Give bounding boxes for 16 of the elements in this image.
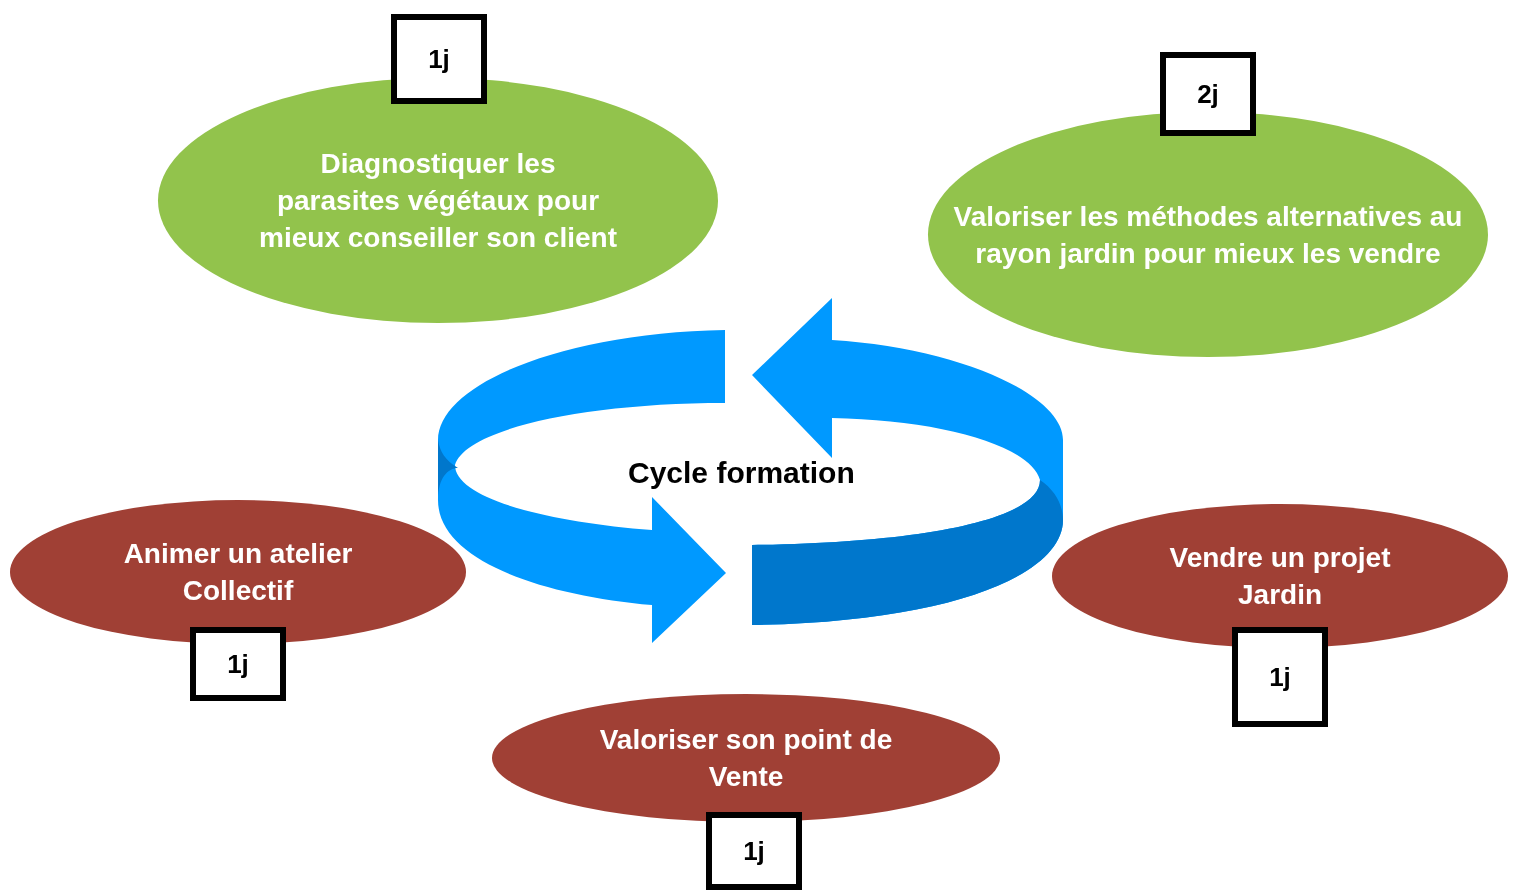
duration-label: 1j <box>428 43 450 75</box>
node-text: Vendre un projet Jardin <box>1168 541 1392 612</box>
node-text: Diagnostiquer les parasites végétaux pour mieux conseiller son client <box>258 147 618 255</box>
duration-label: 1j <box>1269 661 1291 693</box>
node-text: Valoriser son point de Vente <box>598 723 894 794</box>
duration-box <box>1160 52 1256 136</box>
center-label: Cycle formation <box>628 456 855 490</box>
duration-label: 2j <box>1197 78 1219 110</box>
duration-label: 1j <box>227 648 249 680</box>
duration-box <box>1232 627 1328 727</box>
duration-box <box>391 14 487 104</box>
duration-label: 1j <box>743 835 765 867</box>
node-text: Animer un atelier Collectif <box>122 537 354 608</box>
node-text: Valoriser les méthodes alternatives au rayon jardin pour mieux les vendre <box>952 199 1464 271</box>
duration-box <box>706 812 802 890</box>
duration-box <box>190 627 286 701</box>
